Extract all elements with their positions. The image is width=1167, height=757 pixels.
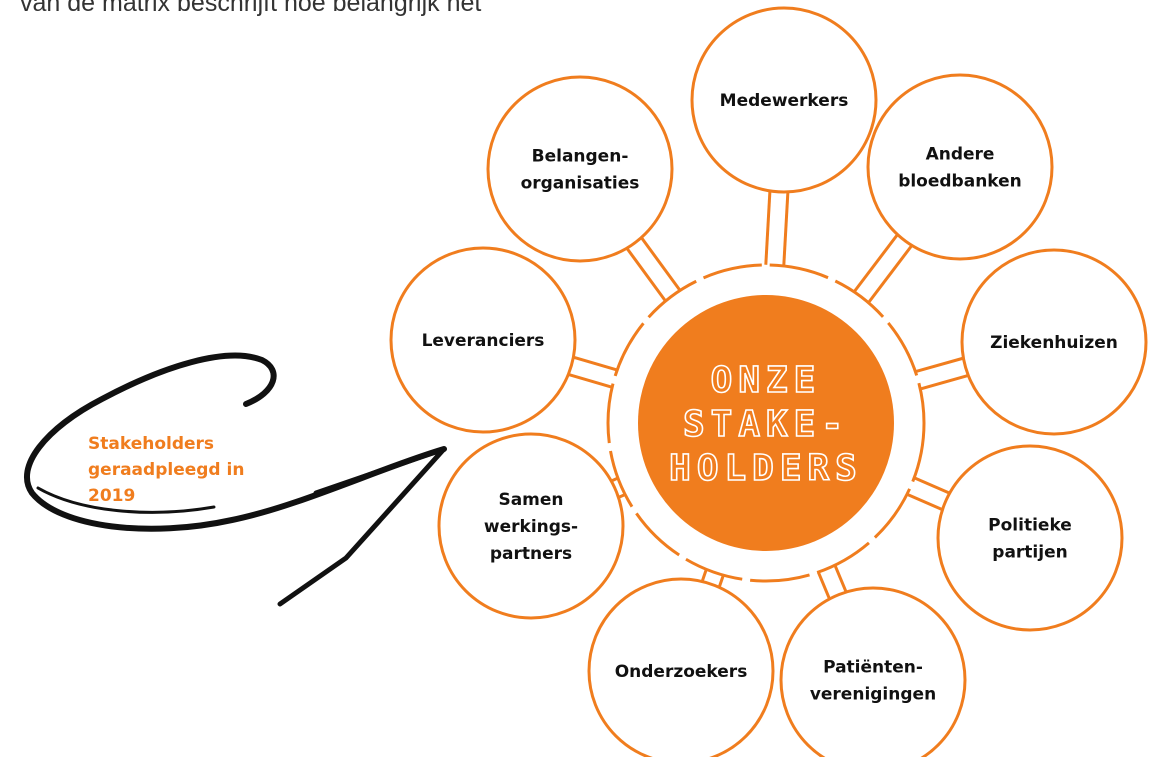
node-samenwerkingspartners: Samen werkings-partners	[437, 432, 625, 620]
node-belangenorganisaties: Belangen-organisaties	[486, 75, 674, 263]
node-label-samenwerkingspartners: partners	[490, 544, 572, 564]
callout-label: geraadpleegd in	[88, 460, 244, 480]
center-label: ONZE	[711, 360, 822, 401]
callout-label: 2019	[88, 486, 135, 506]
connector-politieke-partijen	[906, 492, 943, 511]
connector-patientenverenigingen	[833, 564, 848, 593]
node-circle-belangenorganisaties	[486, 75, 674, 263]
callout: Stakeholders geraadpleegd in 2019	[88, 434, 244, 506]
arrow-swoosh-inner	[36, 486, 216, 514]
node-label-patientenverenigingen: Patiënten-	[823, 658, 923, 678]
node-circle-ziekenhuizen	[960, 248, 1148, 436]
node-circle-onderzoekers	[587, 577, 775, 757]
callout-arrow	[24, 352, 447, 607]
connector-politieke-partijen	[913, 476, 950, 495]
node-label-politieke-partijen: Politieke	[988, 516, 1072, 536]
center-label: STAKE-	[683, 404, 849, 445]
node-label-andere-bloedbanken: bloedbanken	[898, 172, 1022, 192]
connector-ziekenhuizen	[920, 374, 969, 391]
connector-ring	[606, 263, 926, 583]
node-label-belangenorganisaties: Belangen-	[532, 147, 629, 167]
node-label-onderzoekers: Onderzoekers	[615, 662, 748, 682]
node-circle-patientenverenigingen	[779, 586, 967, 757]
callout-label: Stakeholders	[88, 434, 214, 454]
connector-andere-bloedbanken	[853, 233, 899, 293]
connector-andere-bloedbanken	[867, 244, 913, 304]
node-label-medewerkers: Medewerkers	[720, 91, 849, 111]
node-medewerkers: Medewerkers	[690, 6, 878, 194]
node-circle-leveranciers	[389, 246, 577, 434]
connector-lines	[568, 191, 969, 600]
connector-ziekenhuizen	[915, 356, 964, 374]
center-circle-shape	[638, 295, 894, 551]
connector-onderzoekers	[700, 569, 708, 582]
node-andere-bloedbanken: Andere bloedbanken	[866, 73, 1054, 261]
node-politieke-partijen: Politieke partijen	[936, 444, 1124, 632]
node-label-ziekenhuizen: Ziekenhuizen	[990, 333, 1118, 353]
connector-patientenverenigingen	[817, 571, 831, 600]
node-circle-samenwerkingspartners	[437, 432, 625, 620]
node-label-belangenorganisaties: organisaties	[521, 174, 640, 194]
node-onderzoekers: Onderzoekers	[587, 577, 775, 757]
arrow-swoosh	[24, 352, 447, 532]
connector-leveranciers	[568, 373, 613, 389]
connector-belangenorganisaties	[625, 247, 667, 302]
node-ziekenhuizen: Ziekenhuizen	[960, 248, 1148, 436]
node-label-leveranciers: Leveranciers	[422, 331, 545, 351]
connector-belangenorganisaties	[640, 237, 682, 292]
arrow-head	[277, 446, 447, 607]
node-patientenverenigingen: Patiënten-verenigingen	[779, 586, 967, 757]
header-text: van de matrix beschrijft hoe belangrijk …	[20, 0, 482, 17]
node-label-andere-bloedbanken: Andere	[926, 145, 995, 165]
node-label-patientenverenigingen: verenigingen	[810, 685, 936, 705]
center-ring	[606, 263, 926, 583]
connector-leveranciers	[573, 355, 618, 372]
node-leveranciers: Leveranciers	[389, 246, 577, 434]
center-label: HOLDERS	[669, 448, 863, 489]
node-circle-medewerkers	[690, 6, 878, 194]
node-circle-andere-bloedbanken	[866, 73, 1054, 261]
node-label-politieke-partijen: partijen	[992, 543, 1067, 563]
node-circle-politieke-partijen	[936, 444, 1124, 632]
connector-onderzoekers	[717, 574, 725, 588]
connector-medewerkers	[782, 192, 790, 266]
node-label-samenwerkingspartners: Samen	[498, 490, 563, 510]
connector-medewerkers	[764, 191, 772, 265]
node-label-samenwerkingspartners: werkings-	[484, 517, 578, 537]
